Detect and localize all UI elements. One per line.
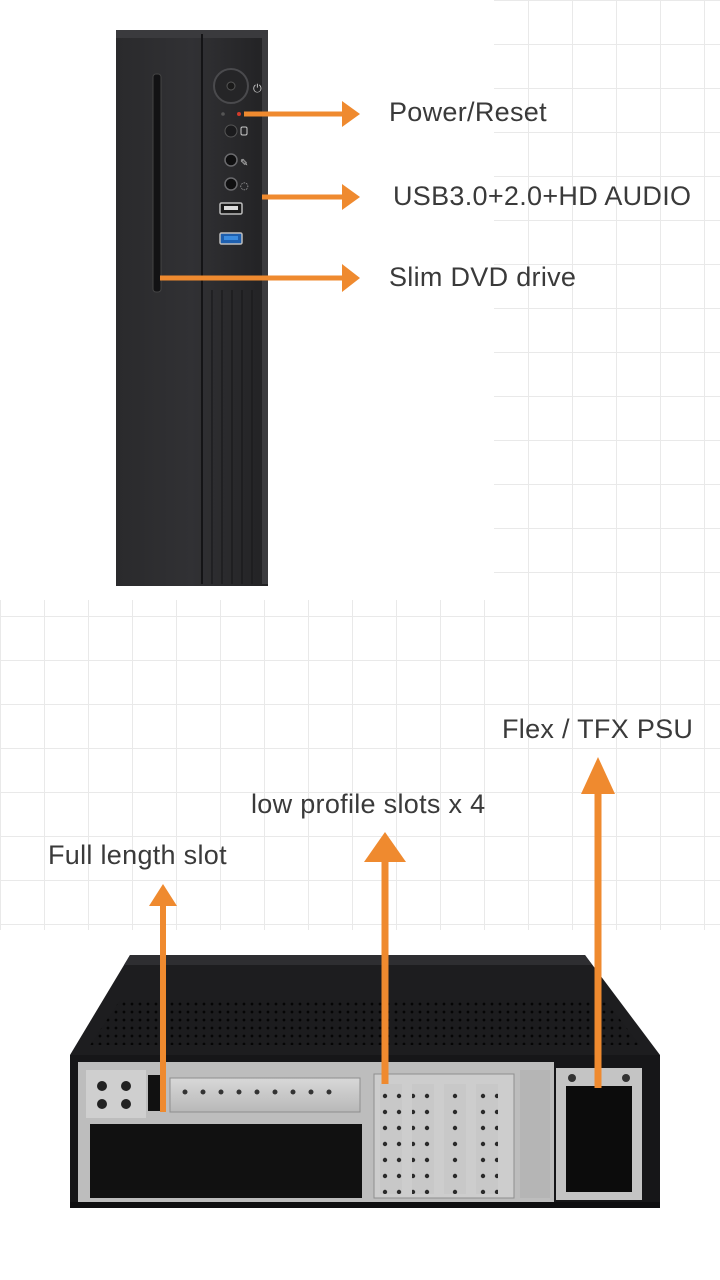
label-usb-audio: USB3.0+2.0+HD AUDIO [393, 181, 692, 211]
reset-button [224, 124, 238, 138]
lp-slot-3 [444, 1084, 466, 1194]
label-low-profile: low profile slots x 4 [251, 789, 486, 819]
svg-text:⏻: ⏻ [253, 82, 262, 95]
lp-slot-1 [380, 1084, 402, 1194]
power-led [237, 112, 241, 116]
tower-body [116, 30, 268, 586]
label-flex-psu: Flex / TFX PSU [502, 714, 694, 744]
dvd-slot [152, 73, 162, 293]
dvd-arrow-head [342, 264, 360, 292]
full-length-arrow-head [149, 884, 177, 906]
tower-right-edge [262, 34, 268, 584]
psu-opening [566, 1086, 632, 1192]
hdd-led [221, 112, 225, 116]
label-power-reset: Power/Reset [389, 97, 547, 127]
label-full-length: Full length slot [48, 840, 227, 870]
tower-top-edge [116, 30, 268, 38]
tower-case: ⏻ ✎ ◌ [116, 30, 268, 586]
bottom-arrows [149, 757, 615, 1112]
label-slim-dvd: Slim DVD drive [389, 262, 577, 292]
lp-slot-2 [412, 1084, 434, 1194]
svg-text:✎: ✎ [240, 158, 248, 169]
mic-jack [224, 153, 238, 167]
psu-arrow-head [581, 757, 615, 794]
power-arrow-head [342, 101, 360, 127]
case-vents [90, 1000, 640, 1045]
tower-ribs [211, 290, 253, 584]
headphone-jack [224, 177, 238, 191]
full-length-slot-cover [169, 1077, 361, 1113]
desktop-case [70, 955, 660, 1208]
usb-arrow-head [342, 184, 360, 210]
low-profile-arrow-head [364, 832, 406, 862]
top-arrows [160, 101, 360, 292]
lp-slot-4 [476, 1084, 498, 1194]
svg-text:◌: ◌ [240, 181, 249, 192]
io-shield-opening [90, 1124, 362, 1198]
